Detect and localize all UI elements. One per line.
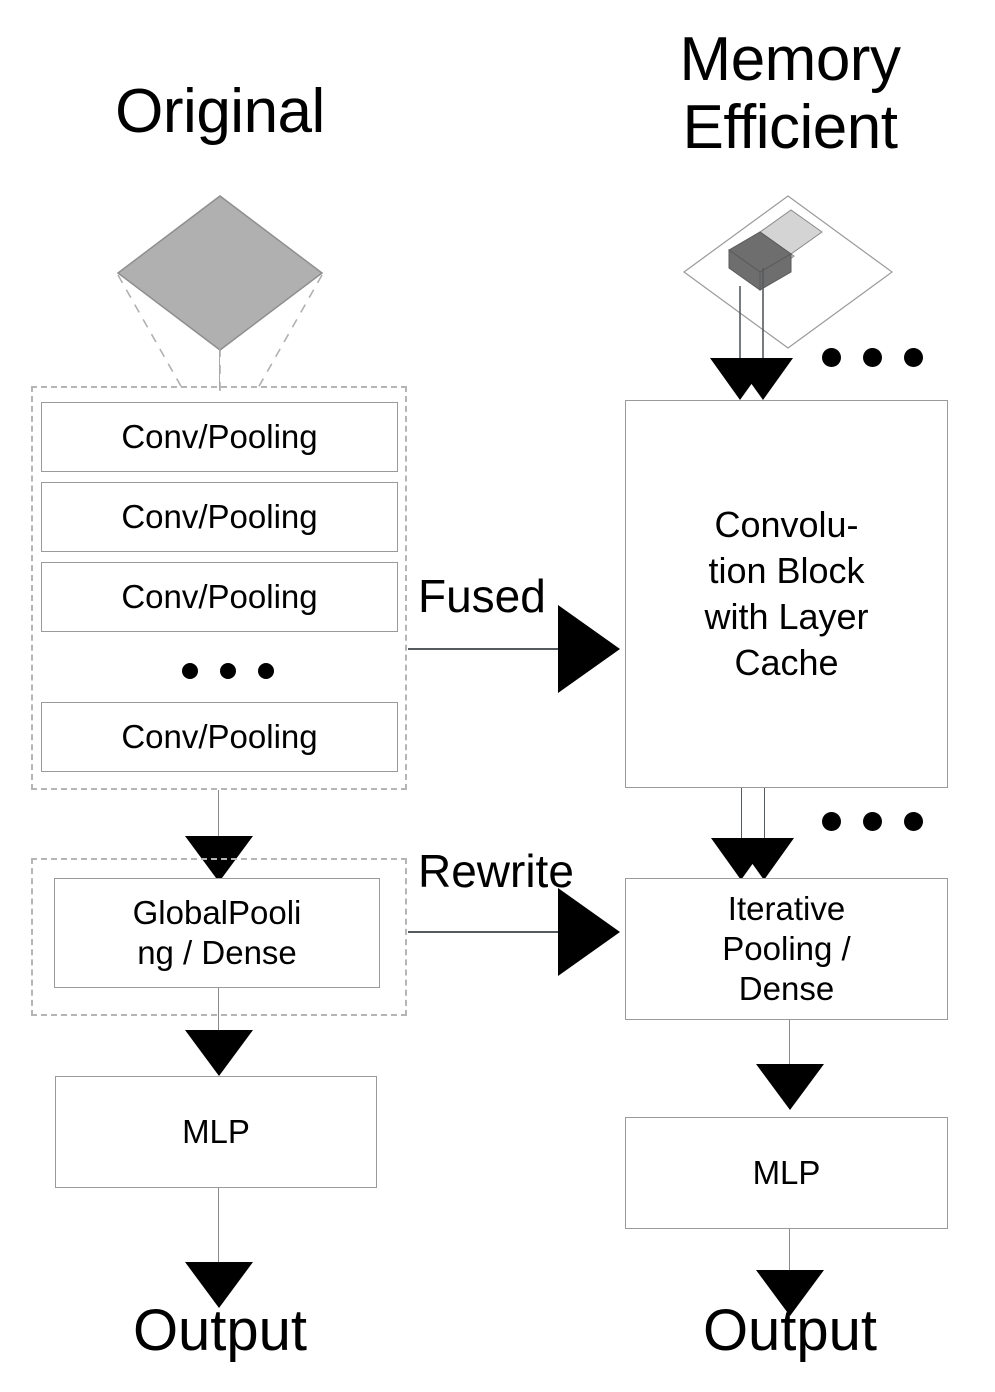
iterative-pooling-dense-box[interactable]: Iterative Pooling / Dense xyxy=(625,878,948,1020)
input-tensor-tiled-icon xyxy=(660,190,910,405)
connector-pooling-to-mlp-left xyxy=(218,988,219,1032)
iterative-pooling-line-3: Dense xyxy=(738,970,835,1007)
rewrite-text: Rewrite xyxy=(418,845,574,897)
pooling-group-dashed-container xyxy=(31,858,407,1016)
arrow-into-output-right xyxy=(756,1270,824,1316)
mlp-box-right[interactable]: MLP xyxy=(625,1117,948,1229)
output-label-right: Output xyxy=(702,1298,878,1363)
dot xyxy=(863,348,882,367)
connector-pooling-to-mlp-right xyxy=(789,1020,790,1066)
dot xyxy=(182,663,198,679)
arrow-into-mlp-left xyxy=(185,1030,253,1076)
conv-pooling-box-1[interactable]: Conv/Pooling xyxy=(41,402,398,472)
fused-arrow-head xyxy=(558,605,620,693)
mlp-label: MLP xyxy=(182,1113,250,1150)
arrow-into-mlp-right xyxy=(756,1064,824,1110)
rewrite-arrow-line xyxy=(408,931,568,933)
rewrite-arrow-head xyxy=(558,888,620,976)
connector-convblock-to-pooling-b xyxy=(764,788,765,850)
iterative-pooling-line-1: Iterative xyxy=(727,890,846,927)
column-title-memory-efficient: Memory Efficient xyxy=(679,25,901,162)
connector-tensor-to-conv-group xyxy=(219,348,220,390)
dot xyxy=(904,812,923,831)
dot xyxy=(822,812,841,831)
fused-text: Fused xyxy=(418,570,546,622)
conv-group-dashed-container xyxy=(31,386,407,790)
arrow-into-conv-block-b xyxy=(733,358,793,400)
arrow-into-output-left xyxy=(185,1262,253,1308)
output-label-left: Output xyxy=(132,1298,308,1363)
column-title-original: Original xyxy=(115,77,325,146)
dot xyxy=(863,812,882,831)
iterative-pooling-line-2: Pooling / xyxy=(722,930,851,967)
conv-pooling-box-3[interactable]: Conv/Pooling xyxy=(41,562,398,632)
conv-pooling-box-4[interactable]: Conv/Pooling xyxy=(41,702,398,772)
globalpooling-line-1: GlobalPooli xyxy=(132,894,302,931)
connector-mlp-to-output-right xyxy=(789,1229,790,1275)
ellipsis-mid-right xyxy=(822,812,923,831)
ellipsis-top-right xyxy=(822,348,923,367)
conv-block-line-3: with Layer xyxy=(704,596,869,637)
conv-pooling-box-2[interactable]: Conv/Pooling xyxy=(41,482,398,552)
dot xyxy=(220,663,236,679)
rewrite-label: Rewrite xyxy=(418,845,574,897)
globalpooling-dense-box[interactable]: GlobalPooli ng / Dense xyxy=(54,878,380,988)
dot xyxy=(258,663,274,679)
connector-mlp-to-output-left xyxy=(218,1188,219,1268)
conv-pooling-label: Conv/Pooling xyxy=(121,418,318,455)
conv-pooling-label: Conv/Pooling xyxy=(121,718,318,755)
mlp-label: MLP xyxy=(752,1154,821,1191)
conv-block-line-2: tion Block xyxy=(708,550,865,591)
conv-pooling-label: Conv/Pooling xyxy=(121,498,318,535)
fused-label: Fused xyxy=(418,570,546,622)
arrow-into-iterative-pooling-b xyxy=(734,838,794,880)
convolution-block-with-layer-cache[interactable]: Convolu- tion Block with Layer Cache xyxy=(625,400,948,788)
mlp-box-left[interactable]: MLP xyxy=(55,1076,377,1188)
connector-convblock-to-pooling-a xyxy=(741,788,742,850)
connector-convgroup-to-pooling xyxy=(218,790,219,838)
conv-block-line-1: Convolu- xyxy=(714,504,859,545)
globalpooling-line-2: ng / Dense xyxy=(137,934,297,971)
conv-block-line-4: Cache xyxy=(734,642,839,683)
ellipsis-conv-group xyxy=(182,663,274,679)
fused-arrow-line xyxy=(408,648,568,650)
conv-pooling-label: Conv/Pooling xyxy=(121,578,318,615)
input-tensor-filled-icon xyxy=(100,180,350,410)
dot xyxy=(904,348,923,367)
dot xyxy=(822,348,841,367)
